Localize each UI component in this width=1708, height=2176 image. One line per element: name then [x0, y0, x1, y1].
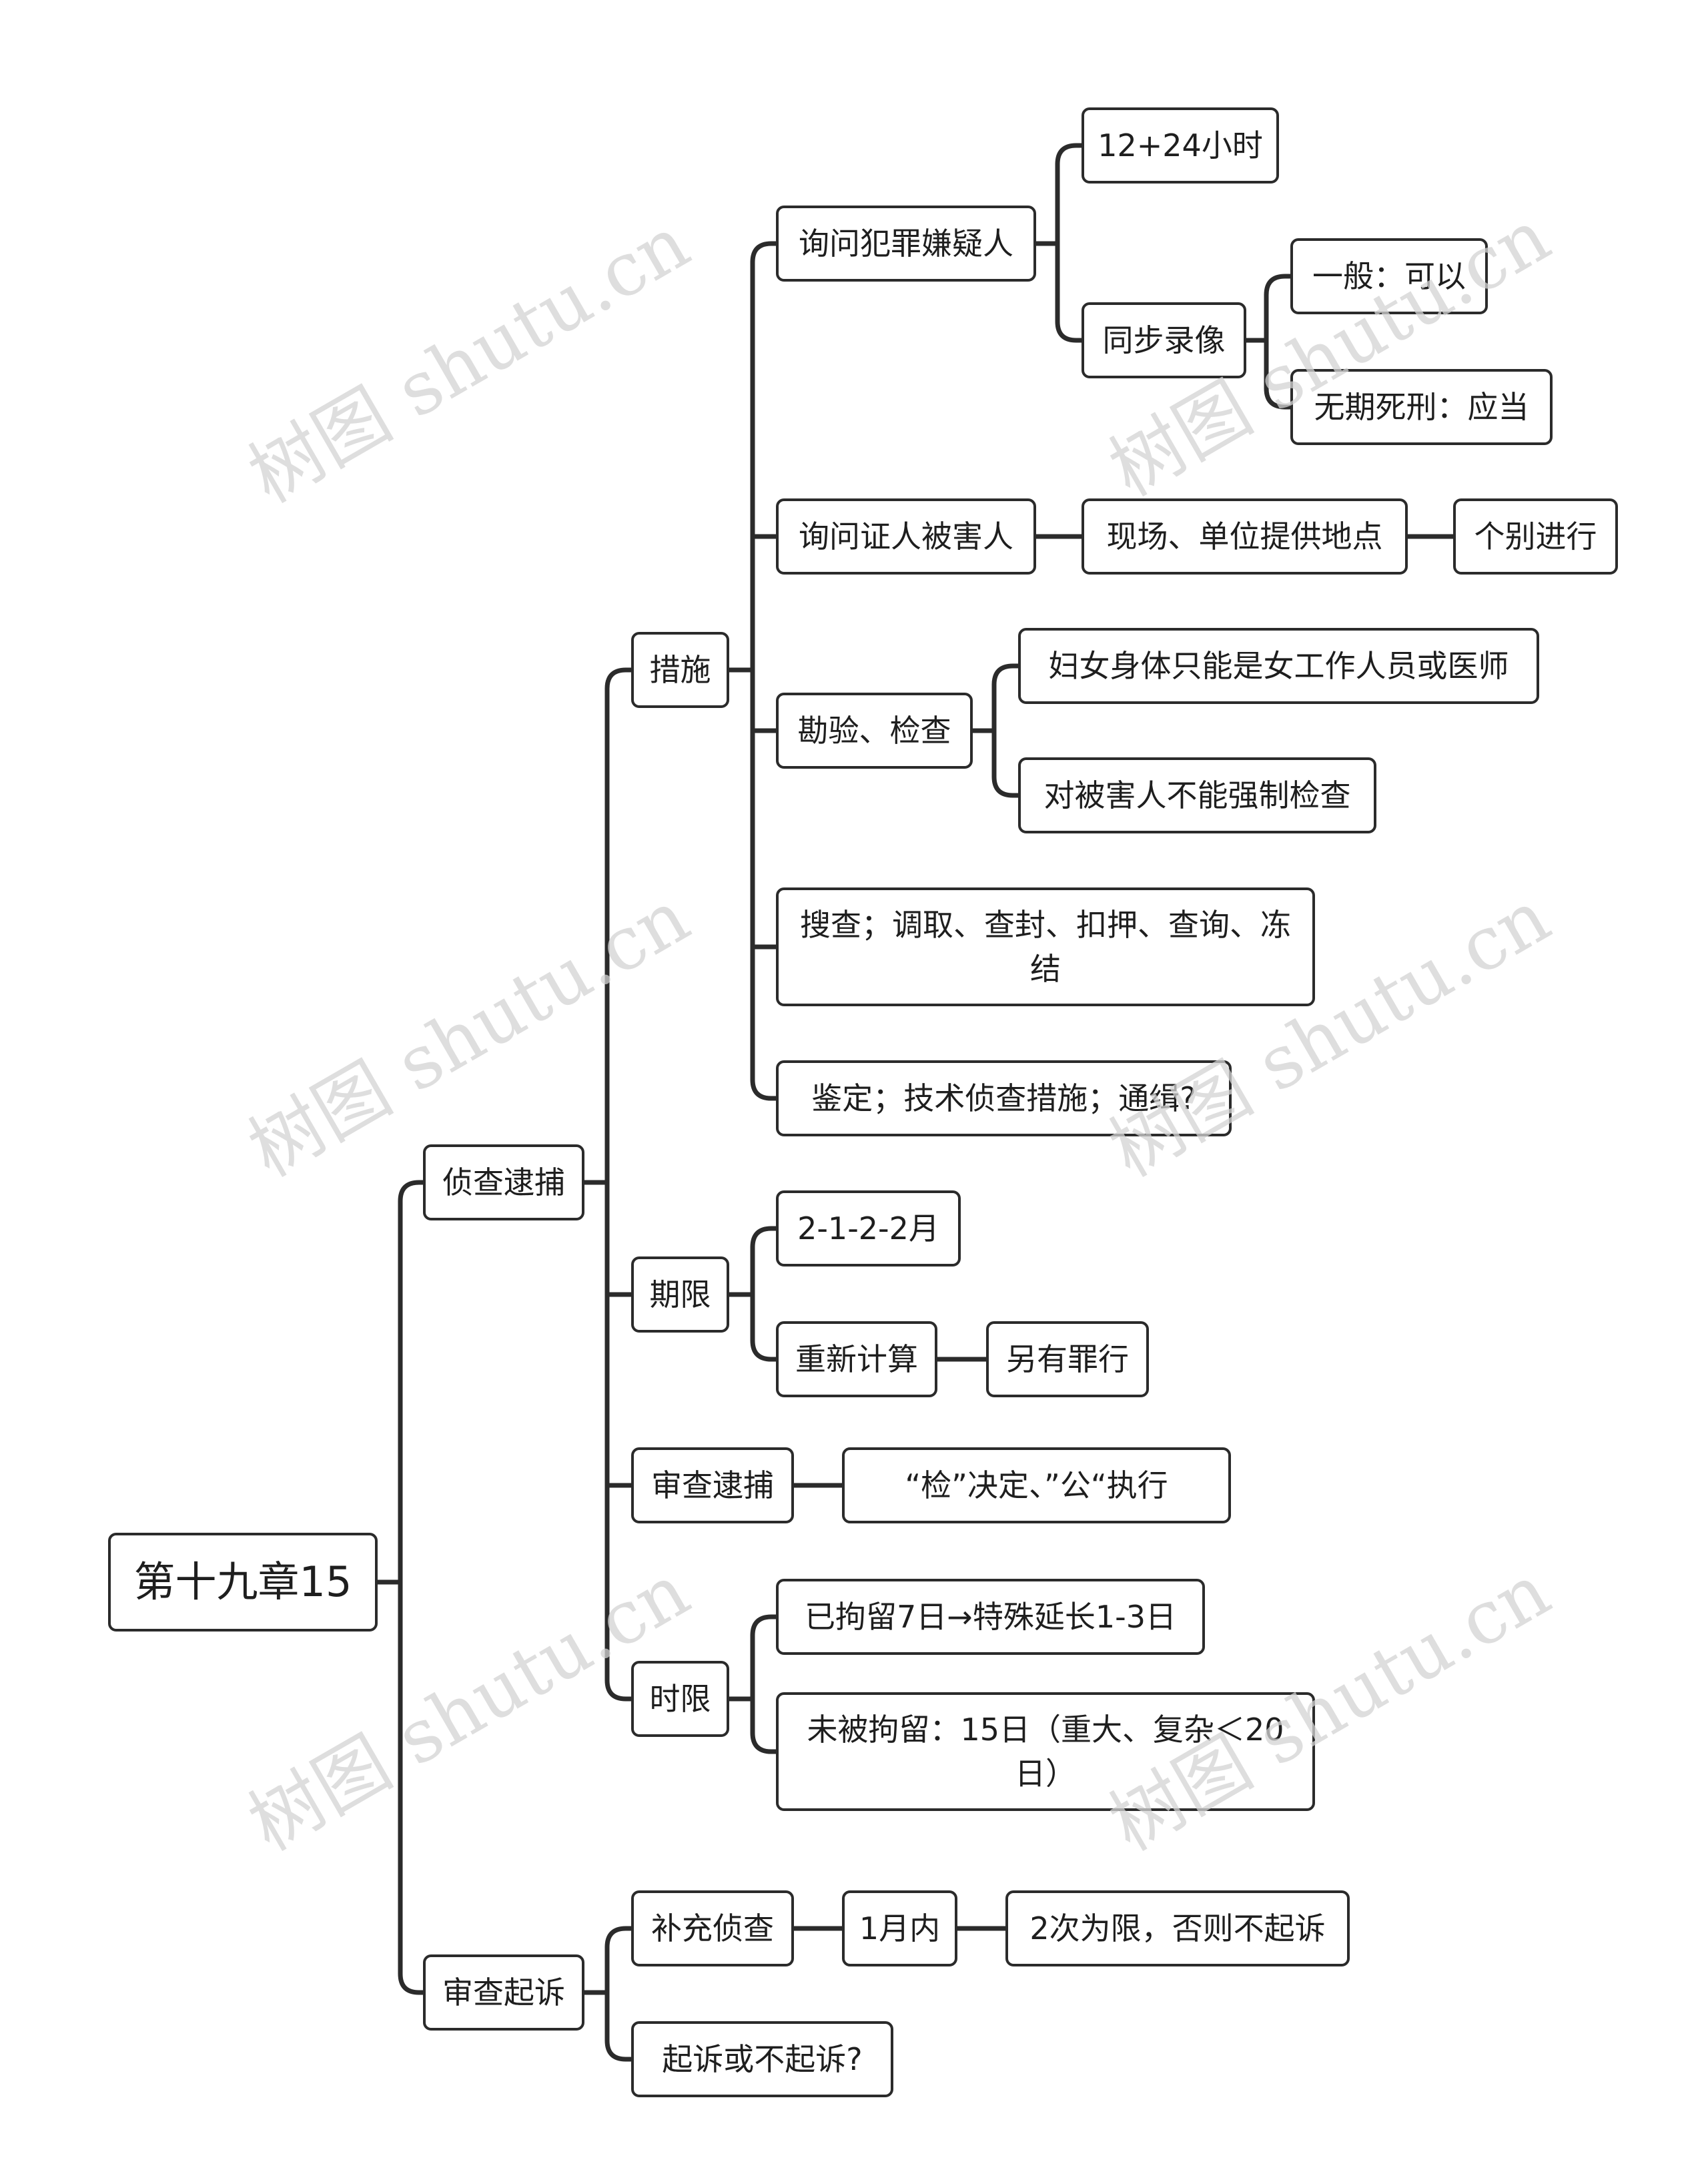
node-supplementary-investigation[interactable]: 补充侦查	[631, 1890, 794, 1966]
node-review-prosecution[interactable]: 审查起诉	[423, 1954, 584, 2031]
node-prosecute-or-not[interactable]: 起诉或不起诉?	[631, 2021, 893, 2097]
node-inspection[interactable]: 勘验、检查	[776, 693, 973, 769]
node-sync-recording[interactable]: 同步录像	[1082, 302, 1246, 378]
node-not-detained[interactable]: 未被拘留：15日（重大、复杂＜20日）	[776, 1692, 1315, 1811]
node-months[interactable]: 2-1-2-2月	[776, 1190, 961, 1266]
node-hours[interactable]: 12+24小时	[1082, 107, 1279, 184]
node-women-body[interactable]: 妇女身体只能是女工作人员或医师	[1018, 628, 1539, 704]
node-decision-execution[interactable]: “检”决定、”公“执行	[842, 1447, 1231, 1523]
node-place[interactable]: 现场、单位提供地点	[1082, 498, 1408, 575]
node-detained[interactable]: 已拘留7日→特殊延长1-3日	[776, 1579, 1205, 1655]
root-node[interactable]: 第十九章15	[108, 1533, 378, 1631]
node-victim-no-force[interactable]: 对被害人不能强制检查	[1018, 757, 1376, 833]
node-search-seize[interactable]: 搜查；调取、查封、扣押、查询、冻结	[776, 887, 1315, 1006]
node-period[interactable]: 期限	[631, 1256, 729, 1333]
node-other-crime[interactable]: 另有罪行	[986, 1321, 1149, 1397]
node-measures[interactable]: 措施	[631, 632, 729, 708]
node-general-may[interactable]: 一般：可以	[1290, 238, 1488, 314]
node-within-month[interactable]: 1月内	[842, 1890, 957, 1966]
node-life-death-must[interactable]: 无期死刑：应当	[1290, 369, 1553, 445]
node-investigation-arrest[interactable]: 侦查逮捕	[423, 1144, 584, 1220]
node-review-arrest[interactable]: 审查逮捕	[631, 1447, 794, 1523]
node-separate[interactable]: 个别进行	[1453, 498, 1618, 575]
node-question-suspect[interactable]: 询问犯罪嫌疑人	[776, 206, 1036, 282]
node-recalculate[interactable]: 重新计算	[776, 1321, 937, 1397]
node-twice-limit[interactable]: 2次为限，否则不起诉	[1005, 1890, 1350, 1966]
node-question-witness[interactable]: 询问证人被害人	[776, 498, 1036, 575]
node-appraisal[interactable]: 鉴定；技术侦查措施；通缉?	[776, 1060, 1232, 1136]
node-time-limit[interactable]: 时限	[631, 1661, 729, 1737]
